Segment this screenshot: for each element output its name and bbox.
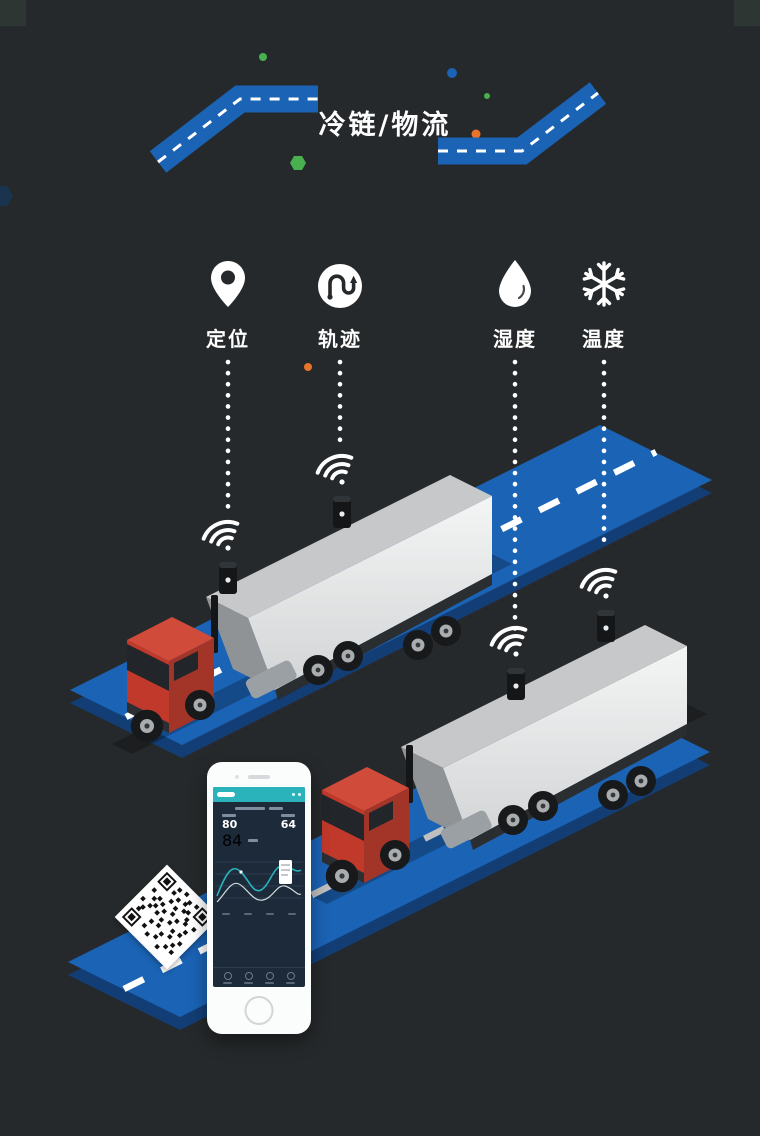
app-reading-bar	[248, 839, 259, 842]
decor-dot-orange	[471, 129, 481, 139]
decor-shapes	[0, 0, 760, 472]
decor-hexagon-navy	[0, 186, 13, 206]
snowflake-icon	[578, 254, 630, 310]
app-readings-row: 84	[213, 831, 305, 850]
app-reading-value: 80	[222, 818, 238, 831]
phone-speaker	[248, 775, 270, 779]
app-tab-bar	[213, 967, 305, 987]
chart-axis-ticks	[213, 912, 305, 916]
decor-dot-orange	[304, 363, 312, 371]
zigzag-road	[149, 82, 607, 173]
feature-location: 定位	[182, 254, 274, 352]
feature-temperature: 温度	[558, 254, 650, 352]
chart-tooltip	[279, 860, 292, 884]
corner-decoration	[734, 0, 760, 26]
app-line-chart	[215, 860, 303, 903]
feature-humidity: 湿度	[469, 254, 561, 352]
app-tab	[265, 971, 274, 984]
decor-dot-green	[484, 93, 490, 99]
app-subtitle-bars	[213, 802, 305, 812]
app-header-icon	[298, 793, 301, 796]
phone-screen: 80 64 84	[213, 787, 305, 987]
feature-label: 温度	[582, 327, 626, 351]
corner-decoration	[0, 0, 26, 26]
qr-modules	[135, 887, 200, 956]
tracker-device-4	[597, 610, 615, 642]
location-pin-icon	[206, 254, 250, 310]
qr-code	[114, 864, 220, 970]
app-reading-value: 64	[280, 818, 296, 831]
feature-label: 轨迹	[318, 327, 362, 351]
tracker-device-1	[219, 562, 237, 594]
zigzag-road-left-dashes	[157, 97, 318, 164]
wifi-signal-3	[486, 620, 536, 666]
decor-dot-blue	[447, 68, 457, 78]
zigzag-road-right-dashes	[438, 91, 599, 153]
tracker-device-2	[333, 496, 351, 528]
feature-label: 定位	[206, 327, 250, 351]
decor-hexagon-green	[290, 156, 306, 170]
wifi-signal-1	[198, 514, 248, 560]
smartphone-mockup: 80 64 84	[207, 762, 311, 1034]
feature-track: 轨迹	[294, 254, 386, 352]
app-reading-value: 84	[222, 831, 243, 850]
app-readings-row: 80 64	[213, 812, 305, 831]
app-reading: 64	[280, 814, 296, 831]
app-header	[213, 787, 305, 802]
chart-point	[239, 870, 243, 874]
app-tab	[244, 971, 253, 984]
app-logo	[217, 792, 235, 797]
route-icon	[316, 254, 364, 310]
drop-lines	[225, 359, 607, 633]
decor-dot-green	[259, 53, 267, 61]
page-title: 冷链/物流	[318, 110, 452, 141]
qr-pattern	[121, 871, 213, 956]
feature-label: 湿度	[493, 327, 537, 351]
wifi-signal-4	[576, 562, 626, 608]
app-tab	[223, 971, 232, 984]
app-header-icon	[292, 793, 295, 796]
tracker-device-3	[507, 668, 525, 700]
app-reading: 80	[222, 814, 237, 831]
phone-camera	[235, 775, 239, 779]
app-tab	[286, 971, 295, 984]
phone-home-button	[244, 996, 274, 1025]
chart-series-white	[216, 882, 302, 903]
droplet-icon	[494, 254, 536, 310]
wifi-signal-2	[312, 448, 362, 494]
